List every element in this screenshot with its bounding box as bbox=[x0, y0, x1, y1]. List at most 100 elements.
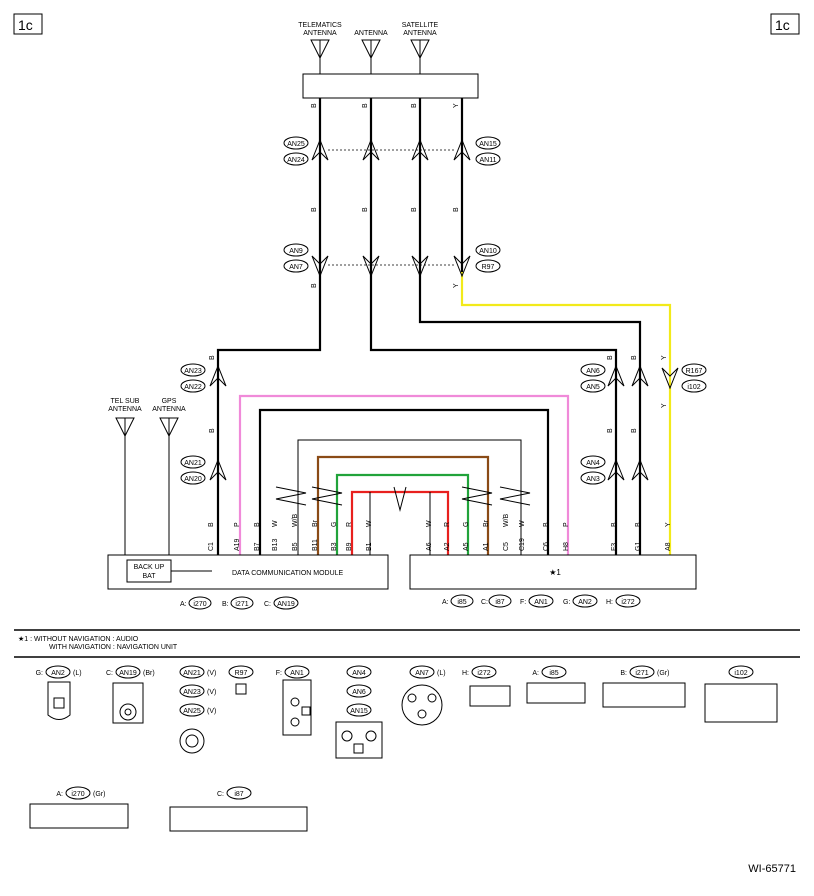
dcm-pin-label: B7 bbox=[254, 542, 261, 551]
svg-text:A:: A: bbox=[442, 599, 449, 606]
connector-view-tag: C:AN19(Br) bbox=[106, 665, 155, 679]
svg-text:A:: A: bbox=[532, 670, 539, 677]
svg-text:(Gr): (Gr) bbox=[93, 791, 105, 798]
svg-text:(V): (V) bbox=[207, 708, 216, 715]
figure-id: WI-65771 bbox=[748, 863, 796, 875]
svg-text:Y: Y bbox=[453, 283, 460, 288]
svg-text:AN10: AN10 bbox=[479, 248, 497, 255]
svg-text:B: B bbox=[411, 103, 418, 108]
audio-wire-color: P bbox=[563, 522, 570, 527]
audio-pin-label: A8 bbox=[665, 542, 672, 551]
svg-text:(L): (L) bbox=[437, 670, 446, 677]
tel-sub-antenna: TEL SUB ANTENNA bbox=[108, 398, 142, 555]
note-line-1: ★1 : WITHOUT NAVIGATION : AUDIO bbox=[18, 635, 139, 643]
dcm-wire-color: W bbox=[272, 520, 279, 527]
dcm-wire-color: B bbox=[254, 522, 261, 527]
svg-text:ANTENNA: ANTENNA bbox=[354, 30, 388, 37]
audio-pin-label: C6 bbox=[543, 542, 550, 551]
yellow-wire-upper bbox=[460, 272, 672, 380]
svg-text:i102: i102 bbox=[734, 670, 747, 677]
svg-text:GPS: GPS bbox=[162, 398, 177, 405]
audio-wire-color: G bbox=[463, 522, 470, 527]
svg-text:ANTENNA: ANTENNA bbox=[303, 30, 337, 37]
connector-row-2 bbox=[311, 255, 471, 278]
svg-text:TEL SUB: TEL SUB bbox=[111, 398, 140, 405]
svg-text:TELEMATICS: TELEMATICS bbox=[298, 22, 342, 29]
svg-text:(Br): (Br) bbox=[143, 670, 155, 677]
dcm-wire-color: R bbox=[346, 522, 353, 527]
svg-text:B:: B: bbox=[222, 601, 229, 608]
dcm-pin-label: B11 bbox=[312, 539, 319, 551]
connector-row-1 bbox=[311, 138, 471, 161]
black-loop-wire bbox=[258, 408, 550, 555]
audio-wire-color: Y bbox=[665, 522, 672, 527]
svg-text:SATELLITE: SATELLITE bbox=[402, 22, 439, 29]
svg-text:C:: C: bbox=[264, 601, 271, 608]
main-antenna: ANTENNA bbox=[354, 30, 388, 74]
svg-text:C:: C: bbox=[217, 791, 224, 798]
twisted-pair-symbols bbox=[275, 486, 531, 512]
svg-text:Y: Y bbox=[453, 103, 460, 108]
svg-text:AN22: AN22 bbox=[184, 384, 202, 391]
audio-label: ★1 bbox=[549, 568, 561, 577]
svg-text:AN4: AN4 bbox=[352, 670, 366, 677]
connector-view-tags: G:AN2(L)C:AN19(Br)AN21(V)AN23(V)AN25(V)R… bbox=[36, 665, 754, 800]
dcm-pin-label: B13 bbox=[272, 538, 279, 551]
connector-view-tag: H:i272 bbox=[462, 665, 497, 679]
dcm-wire-color: Br bbox=[312, 519, 319, 527]
svg-text:AN15: AN15 bbox=[479, 141, 497, 148]
svg-text:B: B bbox=[209, 355, 216, 360]
dcm-wire-color: W/B bbox=[292, 513, 299, 527]
svg-text:B: B bbox=[411, 207, 418, 212]
svg-text:AN23: AN23 bbox=[184, 368, 202, 375]
satellite-antenna: SATELLITE ANTENNA bbox=[402, 22, 439, 74]
corner-box-left bbox=[13, 13, 43, 35]
svg-text:BACK UP: BACK UP bbox=[134, 564, 165, 571]
red-wire bbox=[350, 490, 450, 555]
audio-pin-label: C19 bbox=[519, 538, 526, 551]
audio-wire-color: B bbox=[611, 522, 618, 527]
svg-text:B: B bbox=[311, 207, 318, 212]
svg-text:B: B bbox=[607, 428, 614, 433]
svg-text:R97: R97 bbox=[482, 264, 495, 271]
audio-pin-label: A2 bbox=[444, 542, 451, 551]
svg-text:(V): (V) bbox=[207, 670, 216, 677]
audio-wire-color: Br bbox=[483, 519, 490, 527]
connector-drawings bbox=[29, 679, 778, 832]
svg-text:F:: F: bbox=[520, 599, 526, 606]
gps-antenna: GPS ANTENNA bbox=[152, 398, 186, 555]
svg-text:AN3: AN3 bbox=[586, 476, 600, 483]
svg-text:AN1: AN1 bbox=[534, 599, 548, 606]
connector-view-tag: AN6 bbox=[346, 684, 372, 698]
svg-text:i272: i272 bbox=[621, 599, 634, 606]
svg-text:i270: i270 bbox=[193, 601, 206, 608]
svg-text:C:: C: bbox=[106, 670, 113, 677]
svg-text:i87: i87 bbox=[495, 599, 504, 606]
svg-text:R97: R97 bbox=[235, 670, 248, 677]
svg-text:i85: i85 bbox=[549, 670, 558, 677]
svg-text:AN25: AN25 bbox=[183, 708, 201, 715]
dcm-pin-label: B1 bbox=[366, 542, 373, 551]
svg-text:H:: H: bbox=[462, 670, 469, 677]
audio-wire-color: R bbox=[444, 522, 451, 527]
svg-text:Y: Y bbox=[661, 403, 668, 408]
connector-view-tag: A:i270(Gr) bbox=[56, 786, 105, 800]
svg-text:R167: R167 bbox=[686, 368, 703, 375]
note-line-2: WITH NAVIGATION : NAVIGATION UNIT bbox=[49, 644, 178, 651]
white-loop-wire bbox=[297, 439, 522, 555]
svg-text:AN7: AN7 bbox=[415, 670, 429, 677]
dcm-pin-label: B5 bbox=[292, 542, 299, 551]
svg-text:Y: Y bbox=[661, 355, 668, 360]
svg-text:C:: C: bbox=[481, 599, 488, 606]
svg-text:ANTENNA: ANTENNA bbox=[152, 406, 186, 413]
svg-text:AN9: AN9 bbox=[289, 248, 303, 255]
connector-view-tag: G:AN2(L) bbox=[36, 665, 82, 679]
telematics-antenna: TELEMATICS ANTENNA bbox=[298, 22, 342, 74]
svg-text:AN11: AN11 bbox=[480, 157, 497, 164]
svg-text:(L): (L) bbox=[73, 670, 82, 677]
connector-view-tag: AN15 bbox=[346, 703, 372, 717]
audio-pin-label: F3 bbox=[611, 543, 618, 551]
